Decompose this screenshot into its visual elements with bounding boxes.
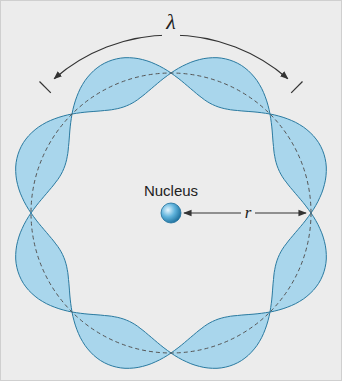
wavelength-tick [291, 82, 302, 93]
wave-lobe [171, 58, 270, 114]
wave-lobe [171, 312, 270, 368]
wave-lobe [16, 114, 72, 213]
radius-symbol: r [241, 202, 256, 224]
wave-lobe [72, 312, 171, 368]
wave-lobe [16, 213, 72, 312]
wave-lobes [16, 58, 327, 369]
orbit-circle [31, 73, 311, 353]
wavelength-tick [40, 82, 51, 93]
wave-lobe [270, 213, 326, 312]
wave-lobe [270, 114, 326, 213]
nucleus-sphere [161, 203, 181, 223]
nucleus-label: Nucleus [140, 181, 202, 200]
wavelength-symbol: λ [162, 8, 180, 36]
wave-lobe [72, 58, 171, 114]
wavelength-arrow [54, 35, 288, 79]
wavelength-ticks [40, 82, 303, 93]
